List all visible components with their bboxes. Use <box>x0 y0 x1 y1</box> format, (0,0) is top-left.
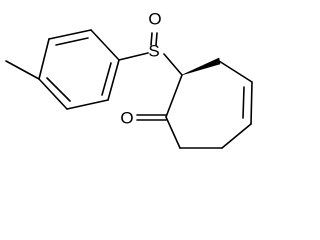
ketone-oxygen-label: O <box>120 109 133 128</box>
ring-bond <box>38 38 50 80</box>
sulfur-oxygen-bond <box>150 32 153 46</box>
cycloheptenone-ring <box>165 57 253 149</box>
ring-bond <box>218 60 253 83</box>
sulfur-oxygen-bond <box>155 32 158 46</box>
ring-double-bond <box>101 62 112 96</box>
structure-svg: S O O <box>5 10 253 149</box>
structure-diagram: S O O <box>5 9 253 149</box>
ketone-group: O <box>120 109 167 128</box>
aryl-sulfur-bond <box>118 52 149 61</box>
methyl-group <box>5 60 40 80</box>
sulfinyl-group: S O <box>118 10 183 76</box>
ring-bond <box>38 78 68 110</box>
sulfur-atom-label: S <box>148 42 159 61</box>
ring-double-bond <box>242 86 245 119</box>
ring-double-bond <box>55 37 89 46</box>
ring-double-bond <box>46 77 71 102</box>
tolyl-ring <box>38 29 120 110</box>
ring-bond <box>221 123 252 149</box>
sulfur-ring-bond <box>163 53 183 76</box>
ring-bond <box>48 29 92 40</box>
ring-bond <box>66 99 109 110</box>
sulfinyl-oxygen-label: O <box>148 10 161 29</box>
ring-bond <box>107 59 120 101</box>
ring-bond <box>90 29 120 61</box>
ring-bond <box>165 116 181 149</box>
stereo-wedge-bond <box>181 57 221 76</box>
ring-bond <box>250 81 253 125</box>
methyl-bond <box>5 60 40 80</box>
ring-bond <box>165 74 183 118</box>
